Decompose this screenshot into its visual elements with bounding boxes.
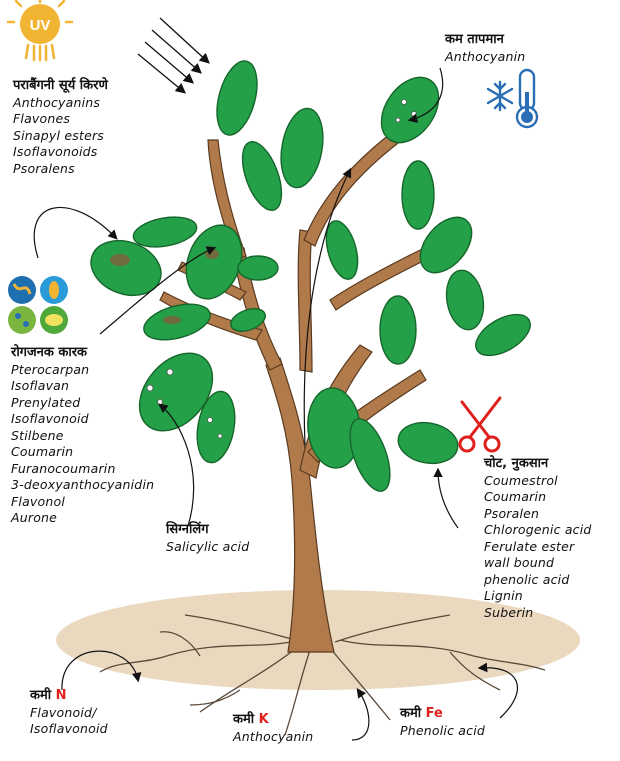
wound-heading: चोट, नुकसान [484,456,592,473]
fe-deficiency-item: Phenolic acid [400,723,485,740]
uv-item: Psoralens [13,161,108,178]
uv-item: Anthocyanins [13,95,108,112]
uv-badge: UV [30,17,51,34]
thermometer-icon [517,70,537,127]
k-element-symbol: K [259,712,269,727]
wound-item: Coumestrol [484,473,592,490]
scissors-icon [460,398,500,451]
pathogen-item: Flavonol [11,494,154,511]
uv-heading: पराबैंगनी सूर्य किरणे [13,78,108,95]
pathogen-group: रोगजनक कारक Pterocarpan Isoflavan Prenyl… [11,345,154,527]
fe-deficiency-group: कमी Fe Phenolic acid [400,706,485,739]
n-deficiency-prefix: कमी [30,688,51,703]
cold-heading: कम तापमान [445,32,525,49]
n-deficiency-item: Flavonoid/ [30,705,108,722]
k-deficiency-prefix: कमी [233,712,254,727]
cold-item: Anthocyanin [445,49,525,66]
k-deficiency-heading: कमी K [233,712,313,729]
pathogen-item: Furanocoumarin [11,461,154,478]
wound-item: phenolic acid [484,572,592,589]
pathogen-microbes-icon [8,276,68,334]
k-deficiency-item: Anthocyanin [233,729,313,746]
pathogen-item: Aurone [11,510,154,527]
signaling-item: Salicylic acid [166,539,249,556]
pathogen-heading: रोगजनक कारक [11,345,154,362]
uv-item: Sinapyl esters [13,128,108,145]
signaling-group: सिग्नलिंग Salicylic acid [166,522,249,555]
n-element-symbol: N [56,688,67,703]
n-deficiency-group: कमी N Flavonoid/ Isoflavonoid [30,688,108,738]
wound-item: Lignin [484,588,592,605]
uv-group: पराबैंगनी सूर्य किरणे Anthocyanins Flavo… [13,78,108,177]
pathogen-item: Coumarin [11,444,154,461]
wound-item: Psoralen [484,506,592,523]
fe-deficiency-heading: कमी Fe [400,706,485,723]
fe-deficiency-prefix: कमी [400,706,421,721]
pathogen-item: Isoflavan [11,378,154,395]
snowflake-icon [488,82,512,110]
n-deficiency-heading: कमी N [30,688,108,705]
wound-item: Chlorogenic acid [484,522,592,539]
uv-item: Isoflavonoids [13,144,108,161]
k-deficiency-group: कमी K Anthocyanin [233,712,313,745]
cold-group: कम तापमान Anthocyanin [445,32,525,65]
signaling-heading: सिग्नलिंग [166,522,249,539]
sun-rays-arrows-icon [138,18,208,92]
pathogen-item: 3-deoxyanthocyanidin [11,477,154,494]
uv-item: Flavones [13,111,108,128]
wound-item: wall bound [484,555,592,572]
wound-item: Suberin [484,605,592,622]
n-deficiency-item: Isoflavonoid [30,721,108,738]
fe-element-symbol: Fe [426,706,443,721]
wound-item: Coumarin [484,489,592,506]
pathogen-item: Prenylated [11,395,154,412]
wound-group: चोट, नुकसान Coumestrol Coumarin Psoralen… [484,456,592,621]
pathogen-item: Pterocarpan [11,362,154,379]
pathogen-item: Isoflavonoid [11,411,154,428]
pathogen-item: Stilbene [11,428,154,445]
wound-item: Ferulate ester [484,539,592,556]
